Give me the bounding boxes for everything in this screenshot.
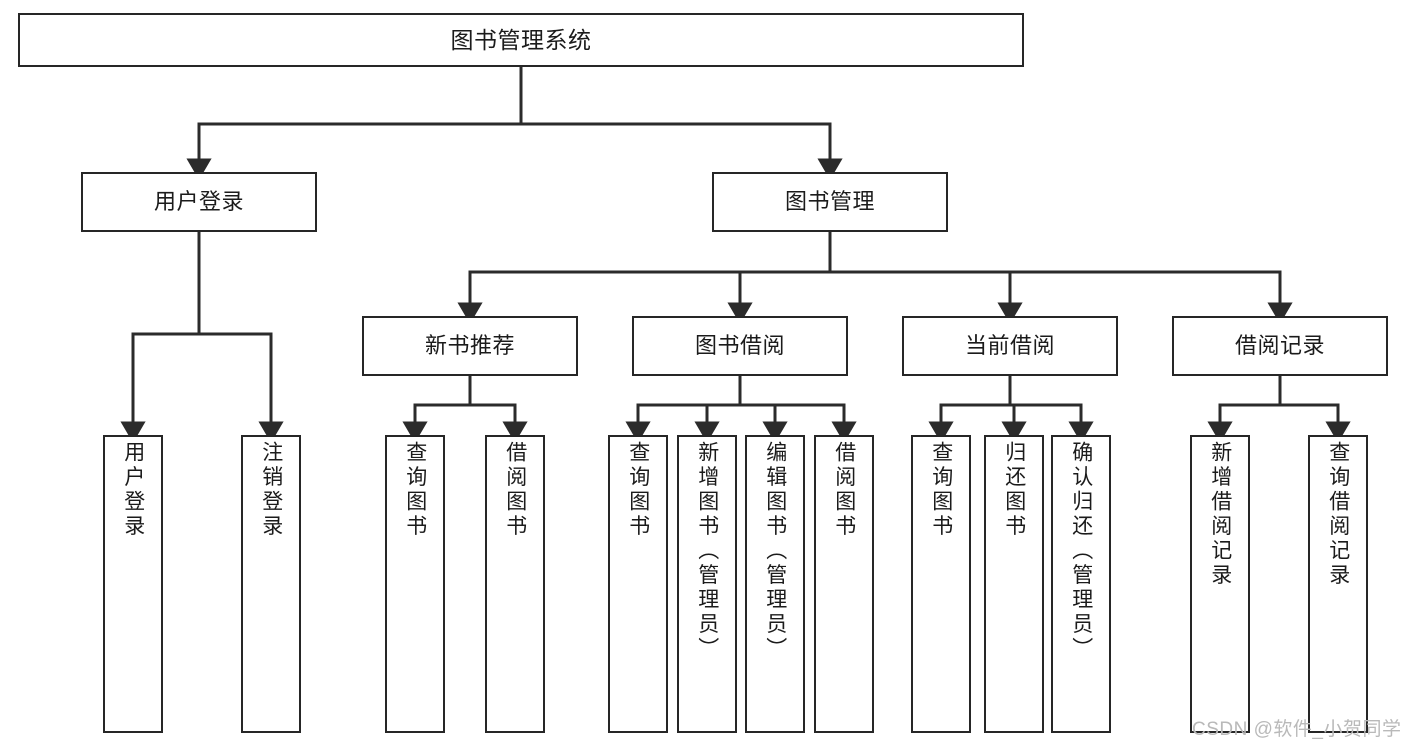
- node-leaf-user-logout-label: 注销登录: [259, 441, 283, 539]
- node-leaf-return-book-label: 归还图书: [1002, 441, 1026, 539]
- node-root-label: 图书管理系统: [450, 26, 592, 53]
- node-leaf-lend-borrow-book[interactable]: 借阅图书: [814, 435, 874, 733]
- node-leaf-edit-book-admin[interactable]: 编辑图书（管理员）: [745, 435, 805, 733]
- node-leaf-add-book-admin[interactable]: 新增图书（管理员）: [677, 435, 737, 733]
- node-leaf-new-query-book[interactable]: 查询图书: [385, 435, 445, 733]
- node-new-book-recommend[interactable]: 新书推荐: [362, 316, 578, 376]
- node-leaf-query-borrow-record-label: 查询借阅记录: [1326, 441, 1350, 588]
- node-book-management[interactable]: 图书管理: [712, 172, 948, 232]
- node-borrow-records-label: 借阅记录: [1234, 333, 1325, 359]
- node-root[interactable]: 图书管理系统: [18, 13, 1024, 67]
- node-book-borrow[interactable]: 图书借阅: [632, 316, 848, 376]
- node-leaf-query-borrow-record[interactable]: 查询借阅记录: [1308, 435, 1368, 733]
- node-borrow-records[interactable]: 借阅记录: [1172, 316, 1388, 376]
- node-leaf-edit-book-admin-label: 编辑图书（管理员）: [763, 441, 787, 662]
- node-user-login-label: 用户登录: [153, 189, 244, 215]
- node-leaf-lend-query-book-label: 查询图书: [626, 441, 650, 539]
- node-leaf-new-borrow-book[interactable]: 借阅图书: [485, 435, 545, 733]
- node-leaf-add-borrow-record-label: 新增借阅记录: [1208, 441, 1232, 588]
- node-leaf-current-query-book-label: 查询图书: [929, 441, 953, 539]
- node-new-book-recommend-label: 新书推荐: [424, 333, 515, 359]
- node-book-borrow-label: 图书借阅: [694, 333, 785, 359]
- node-current-borrow-label: 当前借阅: [964, 333, 1055, 359]
- node-leaf-new-borrow-book-label: 借阅图书: [503, 441, 527, 539]
- node-leaf-user-logout[interactable]: 注销登录: [241, 435, 301, 733]
- node-leaf-new-query-book-label: 查询图书: [403, 441, 427, 539]
- node-leaf-confirm-return-admin[interactable]: 确认归还（管理员）: [1051, 435, 1111, 733]
- node-book-management-label: 图书管理: [784, 189, 875, 215]
- node-leaf-user-login-label: 用户登录: [121, 441, 145, 539]
- node-leaf-add-borrow-record[interactable]: 新增借阅记录: [1190, 435, 1250, 733]
- node-leaf-return-book[interactable]: 归还图书: [984, 435, 1044, 733]
- node-leaf-user-login[interactable]: 用户登录: [103, 435, 163, 733]
- node-leaf-lend-borrow-book-label: 借阅图书: [832, 441, 856, 539]
- node-leaf-current-query-book[interactable]: 查询图书: [911, 435, 971, 733]
- watermark: CSDN @软件_小贺同学: [1192, 719, 1402, 740]
- node-leaf-lend-query-book[interactable]: 查询图书: [608, 435, 668, 733]
- node-user-login[interactable]: 用户登录: [81, 172, 317, 232]
- node-leaf-confirm-return-admin-label: 确认归还（管理员）: [1069, 441, 1093, 662]
- node-leaf-add-book-admin-label: 新增图书（管理员）: [695, 441, 719, 662]
- node-current-borrow[interactable]: 当前借阅: [902, 316, 1118, 376]
